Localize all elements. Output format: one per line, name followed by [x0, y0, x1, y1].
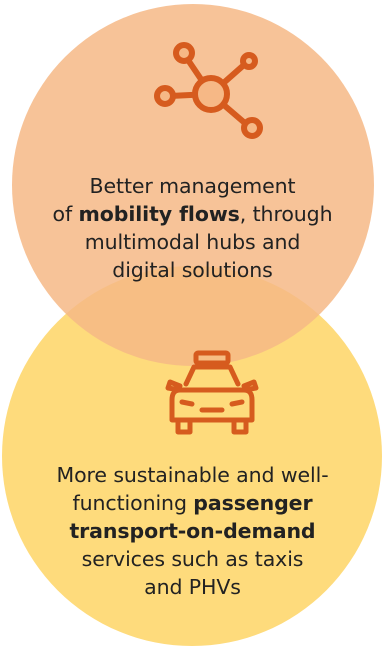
caption-line: services such as taxis [81, 547, 304, 571]
caption-line: transport-on-demand [0, 517, 385, 545]
caption-line: of mobility flows, through [0, 200, 385, 228]
caption-line: and PHVs [144, 575, 241, 599]
caption-text: , through [239, 202, 333, 226]
mobility-flows-caption: Better management of mobility flows, thr… [0, 172, 385, 284]
caption-bold-text: passenger [193, 491, 313, 515]
caption-line: More sustainable and well- [56, 463, 329, 487]
network-hub-icon [154, 42, 263, 139]
taxi-icon [165, 350, 259, 435]
caption-text: of [52, 202, 79, 226]
caption-line: digital solutions [112, 258, 273, 282]
caption-line: functioning passenger [0, 489, 385, 517]
caption-text: functioning [72, 491, 194, 515]
passenger-transport-caption: More sustainable and well- functioning p… [0, 461, 385, 601]
caption-line: multimodal hubs and [84, 230, 301, 254]
caption-bold-text: transport-on-demand [69, 519, 316, 543]
caption-bold-text: mobility flows [78, 202, 240, 226]
caption-line: Better management [89, 174, 296, 198]
